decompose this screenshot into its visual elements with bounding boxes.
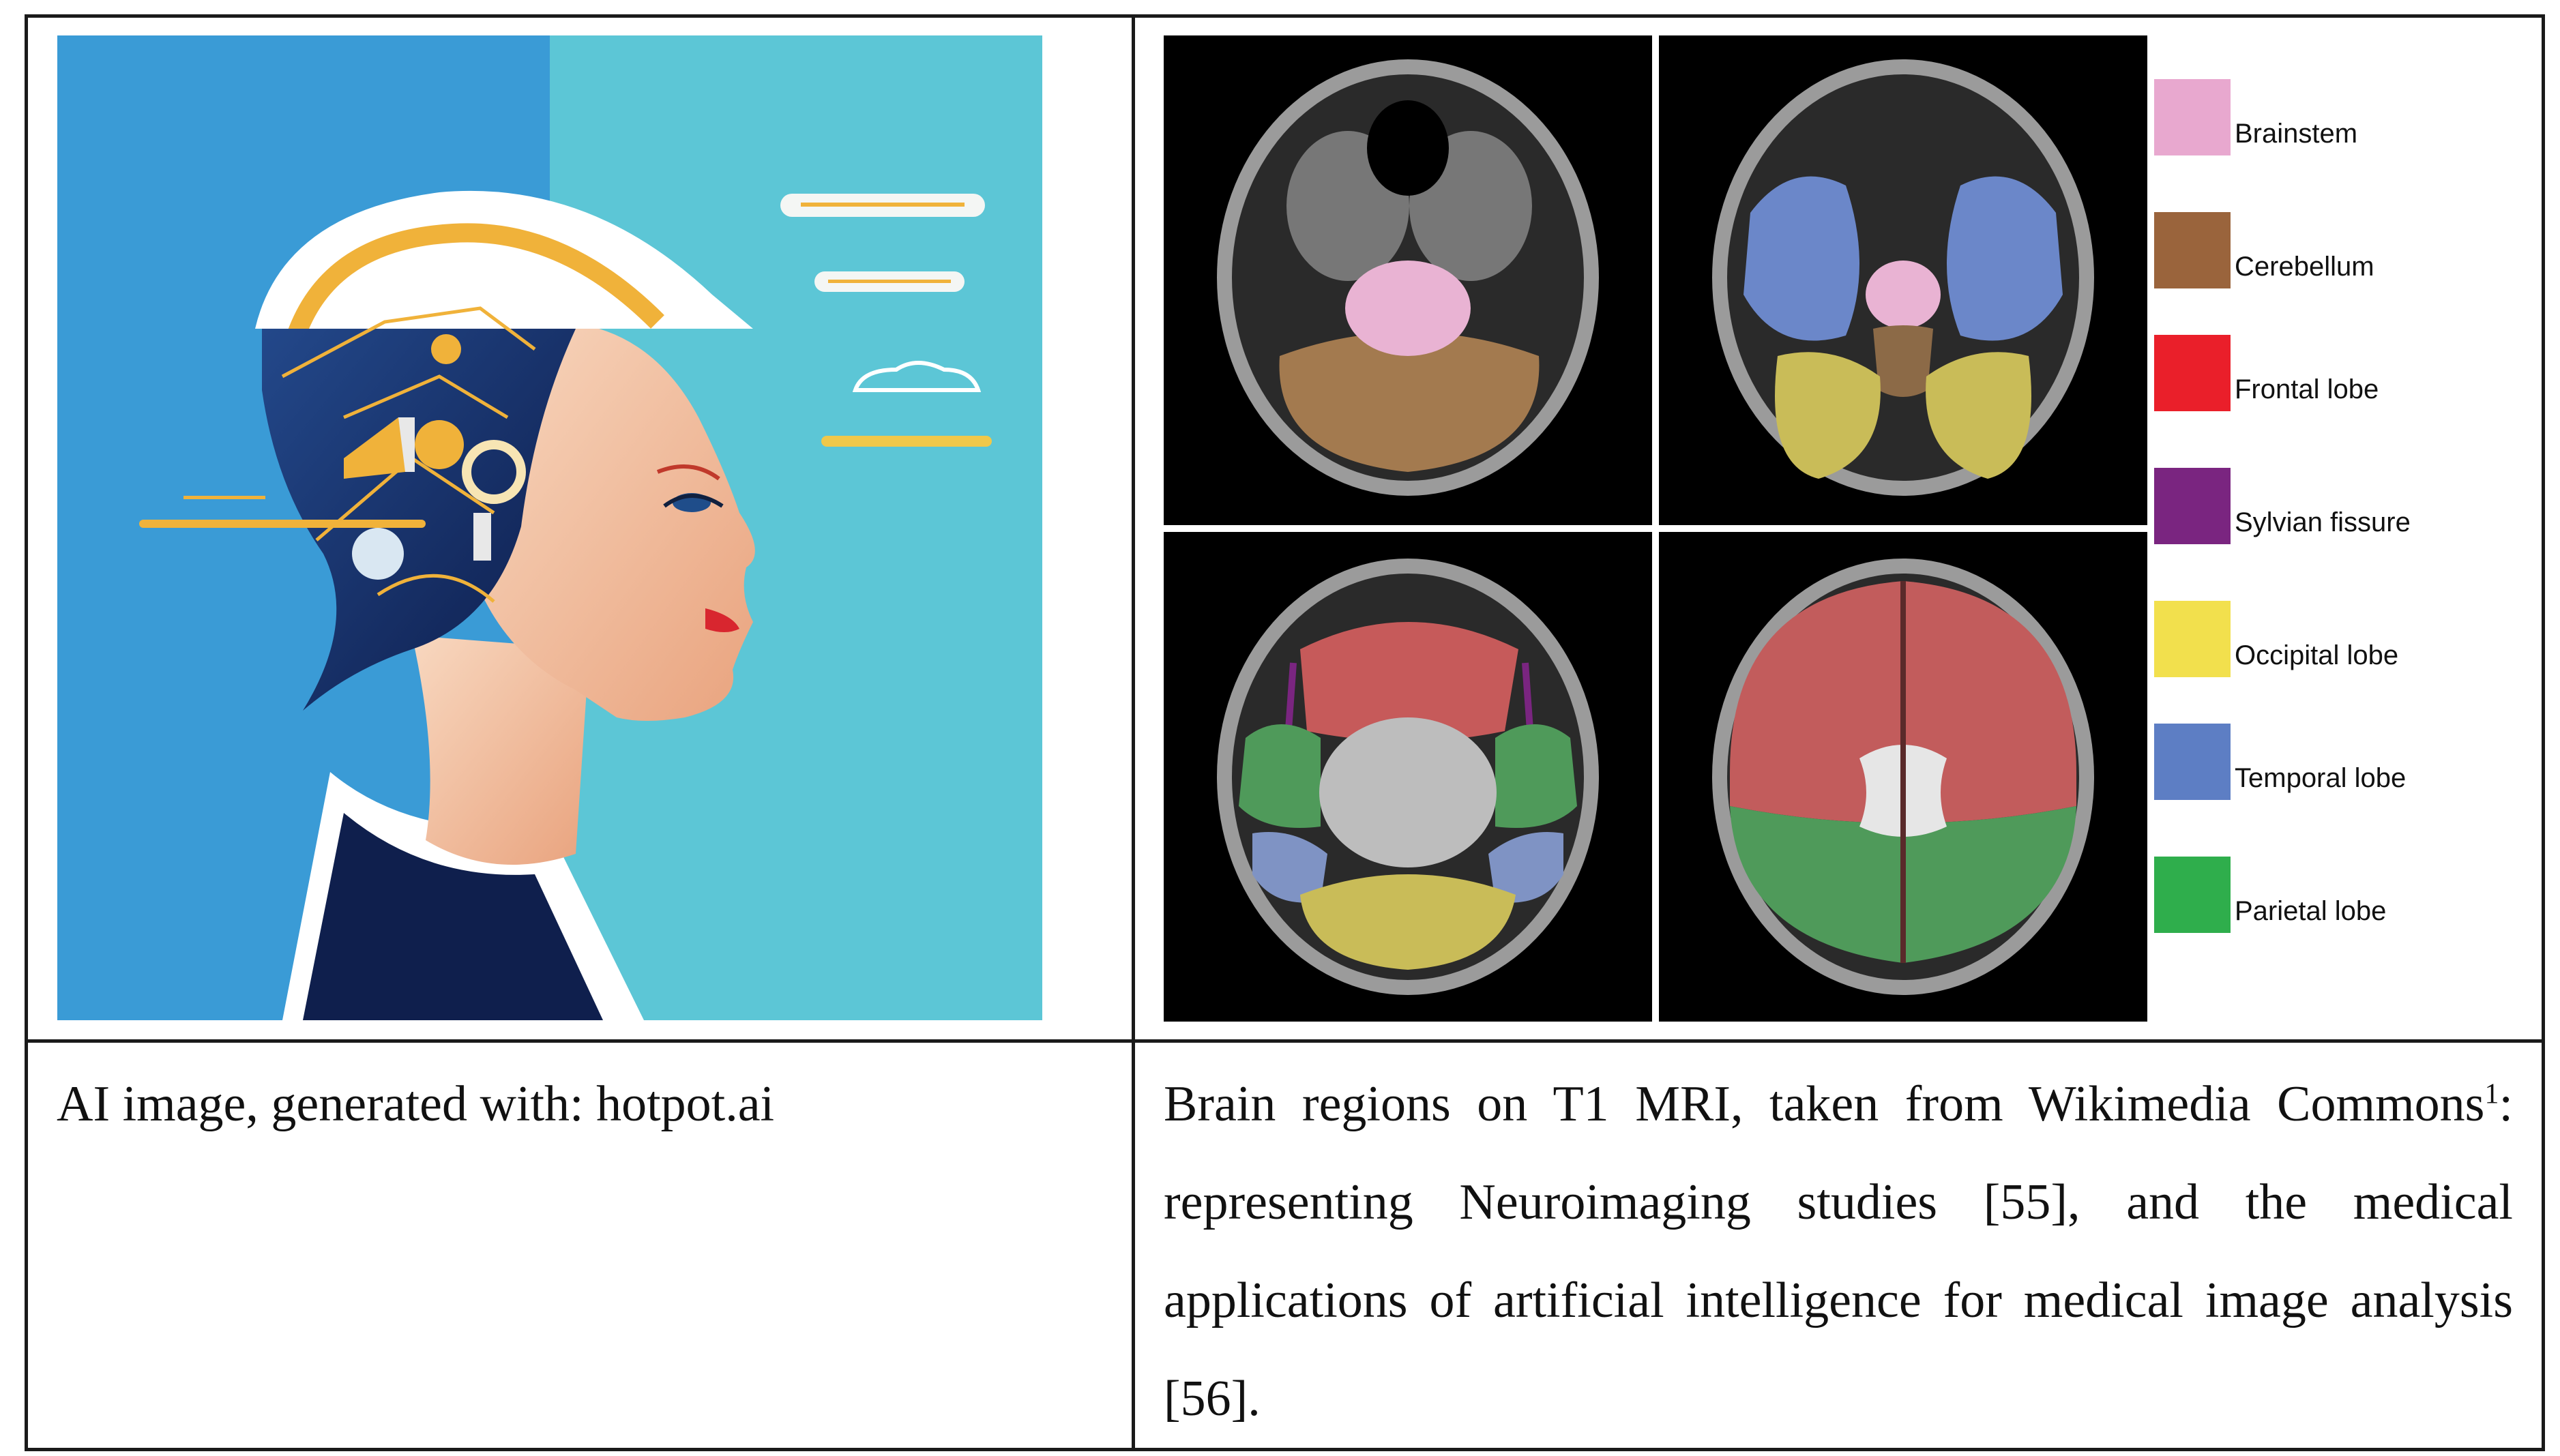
- legend-item-brainstem: Brainstem: [2154, 79, 2488, 161]
- legend-swatch-occipital-lobe: [2154, 601, 2231, 677]
- legend-label-brainstem: Brainstem: [2235, 119, 2358, 149]
- legend-swatch-frontal-lobe: [2154, 335, 2231, 411]
- left-caption-cell: AI image, generated with: hotpot.ai: [25, 1039, 1135, 1451]
- legend-label-temporal-lobe: Temporal lobe: [2235, 763, 2407, 793]
- right-caption-text-after: : representing Neuroimaging studies [55]…: [1164, 1076, 2513, 1427]
- legend-item-occipital-lobe: Occipital lobe: [2154, 601, 2488, 683]
- left-caption: AI image, generated with: hotpot.ai: [57, 1076, 775, 1132]
- legend-item-cerebellum: Cerebellum: [2154, 212, 2488, 294]
- legend-label-sylvian-fissure: Sylvian fissure: [2235, 507, 2411, 537]
- mri-figure-cell: Brainstem Cerebellum Frontal lobe Sylvia…: [1132, 14, 2545, 1043]
- legend-item-sylvian-fissure: Sylvian fissure: [2154, 468, 2488, 550]
- legend-swatch-temporal-lobe: [2154, 724, 2231, 800]
- footnote-mark: 1: [2484, 1078, 2499, 1110]
- legend-label-cerebellum: Cerebellum: [2235, 252, 2374, 282]
- right-caption: Brain regions on T1 MRI, taken from Wiki…: [1135, 1043, 2542, 1448]
- legend-label-parietal-lobe: Parietal lobe: [2235, 896, 2387, 926]
- legend-item-temporal-lobe: Temporal lobe: [2154, 724, 2488, 805]
- legend-item-frontal-lobe: Frontal lobe: [2154, 335, 2488, 417]
- ai-generated-head-illustration: [57, 35, 1042, 1020]
- legend-swatch-parietal-lobe: [2154, 857, 2231, 933]
- ai-image-cell: [25, 14, 1135, 1043]
- legend-swatch-cerebellum: [2154, 212, 2231, 288]
- mri-brain-regions-image: [1164, 35, 2147, 1022]
- legend-swatch-sylvian-fissure: [2154, 468, 2231, 544]
- legend-label-frontal-lobe: Frontal lobe: [2235, 374, 2379, 404]
- right-caption-text-before: Brain regions on T1 MRI, taken from Wiki…: [1164, 1076, 2485, 1132]
- legend-item-parietal-lobe: Parietal lobe: [2154, 857, 2488, 938]
- legend-label-occipital-lobe: Occipital lobe: [2235, 640, 2399, 670]
- figure-table: Brainstem Cerebellum Frontal lobe Sylvia…: [25, 14, 2545, 1451]
- right-caption-cell: Brain regions on T1 MRI, taken from Wiki…: [1132, 1039, 2545, 1451]
- legend-swatch-brainstem: [2154, 79, 2231, 155]
